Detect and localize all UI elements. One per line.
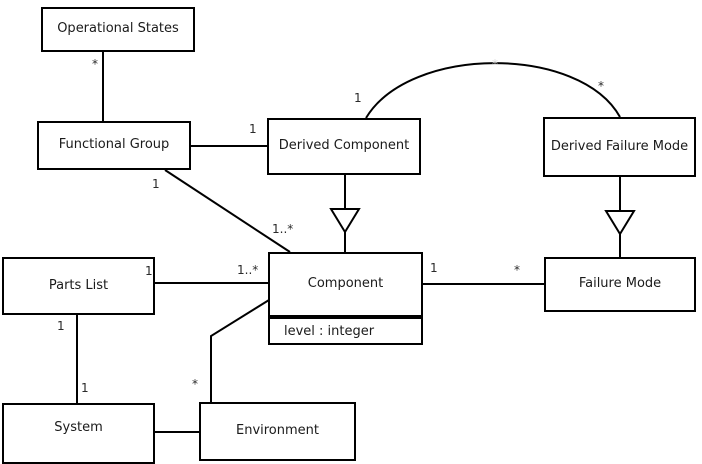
multiplicity-label-pl-to-sys-bottom: 1 [81, 381, 89, 395]
class-name-component: Component [307, 276, 384, 292]
class-name-parts-list: Parts List [48, 277, 109, 293]
class-box-parts-list[interactable]: Parts List [2, 257, 155, 315]
class-name-functional-group: Functional Group [58, 137, 170, 153]
multiplicity-label-env-to-comp: * [192, 377, 198, 391]
class-box-system[interactable]: System [2, 403, 155, 464]
class-name-operational-states: Operational States [57, 21, 179, 37]
multiplicity-label-arc-apex: * [492, 57, 498, 71]
class-box-environment[interactable]: Environment [199, 402, 356, 461]
class-box-operational-states[interactable]: Operational States [41, 7, 195, 52]
multiplicity-label-dc-arc-left: 1 [354, 91, 362, 105]
class-attributes-component[interactable]: level : integer [268, 317, 423, 345]
class-name-system: System [54, 420, 103, 436]
class-name-derived-component: Derived Component [278, 138, 410, 154]
attribute-level: level : integer [284, 323, 375, 339]
class-box-failure-mode[interactable]: Failure Mode [544, 257, 696, 312]
class-name-failure-mode: Failure Mode [578, 276, 662, 292]
class-box-derived-failure-mode[interactable]: Derived Failure Mode [543, 117, 696, 177]
multiplicity-label-fg-to-comp-near: 1 [152, 177, 160, 191]
multiplicity-label-comp-to-fm-left: 1 [430, 261, 438, 275]
generalization-triangle-icon-derived-failure-mode-failure-mode-generalization[interactable] [604, 210, 636, 236]
edge-functional-group-component[interactable] [164, 169, 291, 253]
class-box-derived-component[interactable]: Derived Component [267, 118, 421, 175]
class-box-functional-group[interactable]: Functional Group [37, 121, 191, 170]
edge-environment-component[interactable] [210, 299, 270, 402]
multiplicity-label-fg-to-comp-far: 1..* [272, 222, 294, 236]
multiplicity-label-arc-right: * [598, 79, 604, 93]
class-name-environment: Environment [235, 423, 319, 439]
class-box-component[interactable]: Component [268, 252, 423, 317]
multiplicity-label-comp-to-fm-right: * [514, 263, 520, 277]
multiplicity-label-pl-to-sys-top: 1 [57, 319, 65, 333]
multiplicity-label-pl-to-comp-right: 1..* [237, 263, 259, 277]
multiplicity-label-pl-to-comp-left: 1 [145, 264, 153, 278]
edge-derived-component-derived-failure-mode-arc[interactable] [365, 62, 621, 119]
class-name-derived-failure-mode: Derived Failure Mode [550, 138, 689, 154]
multiplicity-label-fg-to-dc: 1 [249, 122, 257, 136]
multiplicity-label-op-states-to-fg: * [92, 57, 98, 71]
generalization-triangle-icon-derived-component-component-generalization[interactable] [329, 208, 361, 234]
